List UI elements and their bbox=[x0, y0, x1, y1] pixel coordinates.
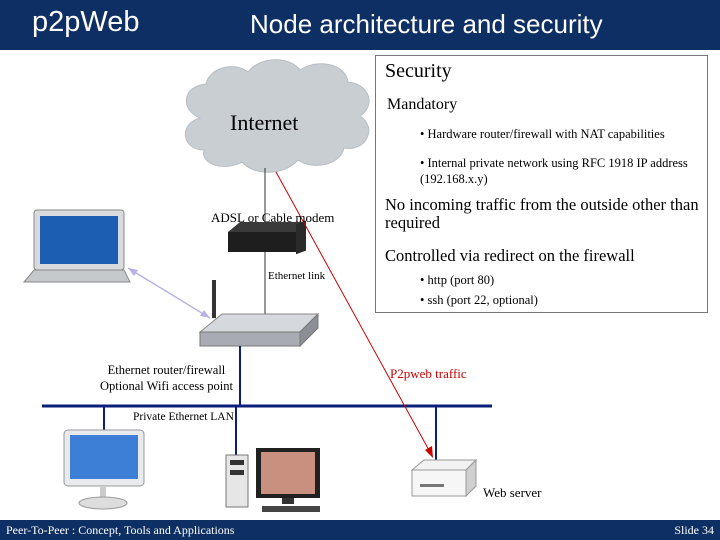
security-title: Security bbox=[385, 60, 452, 82]
wifi-arrow-right bbox=[200, 310, 210, 318]
slide-title: Node architecture and security bbox=[250, 9, 603, 39]
traffic-arrowhead bbox=[425, 446, 433, 458]
laptop-icon bbox=[22, 209, 131, 283]
router-label-line: Ethernet router/firewall bbox=[107, 363, 226, 377]
mandatory-item: • Internal private network using RFC 191… bbox=[420, 156, 688, 186]
footer-bar: Peer-To-Peer : Concept, Tools and Applic… bbox=[0, 520, 720, 540]
web-server-label: Web server bbox=[483, 485, 542, 500]
desktop-pc-icon bbox=[225, 448, 320, 512]
controlled-text: Controlled via redirect on the firewall bbox=[385, 246, 635, 265]
traffic-arrow bbox=[275, 171, 431, 453]
web-server-icon bbox=[410, 458, 478, 498]
modem-icon bbox=[228, 220, 306, 255]
no-incoming-text: No incoming traffic from the outside oth… bbox=[385, 195, 699, 232]
modem-label: ADSL or Cable modem bbox=[211, 210, 335, 225]
wifi-link bbox=[127, 267, 211, 319]
mandatory-item: • Hardware router/firewall with NAT capa… bbox=[420, 127, 665, 141]
internet-label: Internet bbox=[230, 110, 299, 135]
imac-icon bbox=[63, 429, 145, 510]
brand-title: p2pWeb bbox=[32, 6, 140, 38]
port-item: • ssh (port 22, optional) bbox=[420, 293, 538, 307]
lan-label: Private Ethernet LAN bbox=[133, 411, 234, 423]
port-item: • http (port 80) bbox=[420, 273, 495, 287]
router-label: Ethernet router/firewall Optional Wifi a… bbox=[100, 362, 233, 394]
mandatory-label: Mandatory bbox=[387, 96, 458, 113]
footer-course-title: Peer-To-Peer : Concept, Tools and Applic… bbox=[6, 523, 235, 537]
wifi-arrow-left bbox=[128, 268, 138, 276]
slide-number: Slide 34 bbox=[674, 523, 714, 537]
traffic-label: P2pweb traffic bbox=[390, 366, 467, 381]
security-panel bbox=[375, 55, 708, 313]
router-icon bbox=[198, 280, 320, 348]
header-bar: p2pWeb Node architecture and security bbox=[0, 0, 720, 50]
router-label-line: Optional Wifi access point bbox=[100, 379, 233, 393]
internet-cloud-icon bbox=[184, 59, 370, 173]
ethernet-link-label: Ethernet link bbox=[268, 270, 326, 282]
